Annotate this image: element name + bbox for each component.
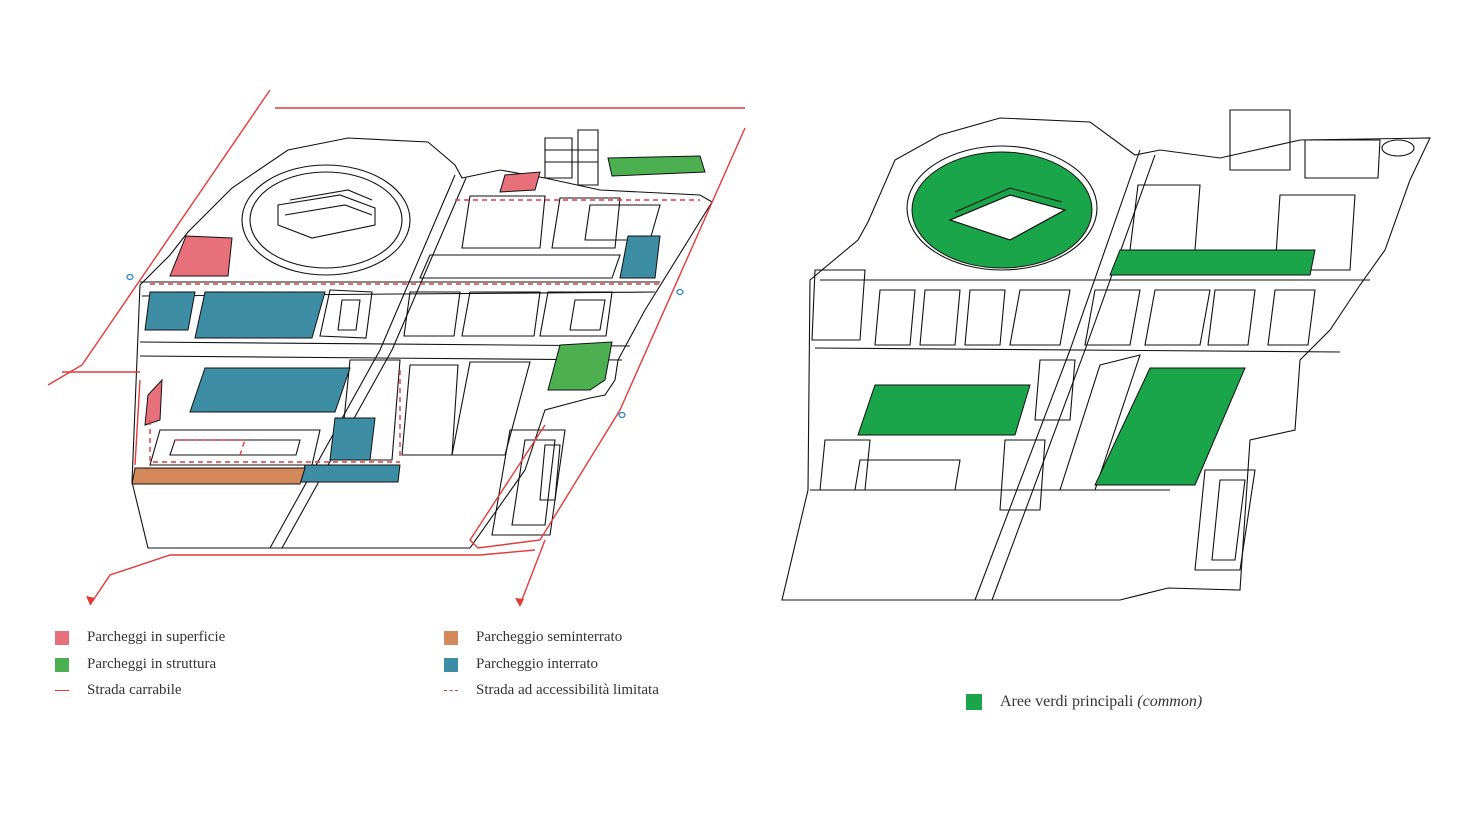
underground-parking-area	[189, 367, 351, 413]
surface-parking-area	[169, 235, 233, 277]
entry-marker-icon	[126, 273, 134, 281]
legend-label-italic: (common)	[1137, 693, 1203, 710]
legend-structure-parking: Parcheggi in struttura	[55, 656, 216, 673]
semi-underground-parking-swatch	[444, 630, 458, 645]
legend-label: Aree verdi principali	[1000, 693, 1134, 710]
underground-parking-swatch	[444, 657, 458, 672]
driveable-road-symbol	[55, 690, 69, 691]
structure-parking-swatch	[55, 657, 69, 672]
limited-access-road	[149, 420, 400, 463]
legend-label: Parcheggi in superficie	[87, 629, 226, 645]
underground-parking-area	[194, 291, 326, 339]
driveable-road	[47, 89, 271, 386]
legend-limited-access-road: Strada ad accessibilità limitata	[444, 682, 659, 699]
surface-parking-area	[499, 171, 541, 193]
driveable-road	[89, 549, 536, 606]
legend-label: Parcheggio seminterrato	[476, 629, 623, 645]
underground-parking-area	[299, 464, 401, 483]
underground-parking-area	[619, 235, 661, 279]
semi-underground-parking-area	[131, 467, 306, 485]
right-site-outline	[781, 117, 1431, 601]
green-area-swatch	[966, 694, 982, 710]
entry-marker-icon	[676, 288, 684, 296]
legend-underground-parking: Parcheggio interrato	[444, 656, 598, 673]
legend-label: Parcheggi in struttura	[87, 656, 217, 672]
driveable-road	[469, 127, 746, 549]
right-legend: Aree verdi principali (common)	[966, 693, 1202, 711]
arrow-down-icon	[86, 596, 95, 605]
structure-parking-area	[607, 155, 706, 177]
legend-semi-underground-parking: Parcheggio seminterrato	[444, 629, 622, 646]
structure-parking-area	[547, 341, 613, 391]
legend-driveable-road: Strada carrabile	[55, 682, 182, 699]
underground-parking-area	[329, 417, 376, 461]
underground-parking-area	[144, 291, 196, 331]
green-area-strip	[1109, 249, 1316, 276]
limited-access-road-symbol	[444, 690, 458, 691]
limited-access-road	[175, 439, 246, 456]
surface-parking-area	[144, 378, 163, 426]
arrow-down-icon	[515, 598, 524, 607]
green-area-block-left	[857, 384, 1031, 436]
driveable-road	[134, 379, 141, 466]
entry-markers	[126, 273, 684, 419]
green-area-block-right	[1094, 367, 1246, 486]
left-road-network	[47, 89, 746, 606]
legend-surface-parking: Parcheggi in superficie	[55, 629, 225, 646]
surface-parking-swatch	[55, 630, 69, 645]
legend-label: Parcheggio interrato	[476, 656, 599, 672]
main-green-areas	[857, 151, 1316, 486]
left-oval-track	[241, 164, 411, 276]
legend-label: Strada carrabile	[87, 682, 182, 698]
legend-label: Strada ad accessibilità limitata	[476, 682, 659, 698]
driveable-road	[519, 539, 546, 606]
road-arrows	[86, 596, 524, 607]
right-green-areas-map	[781, 109, 1431, 601]
left-parking-areas	[131, 155, 706, 485]
left-site-outline	[131, 137, 713, 549]
entry-marker-icon	[618, 411, 626, 419]
